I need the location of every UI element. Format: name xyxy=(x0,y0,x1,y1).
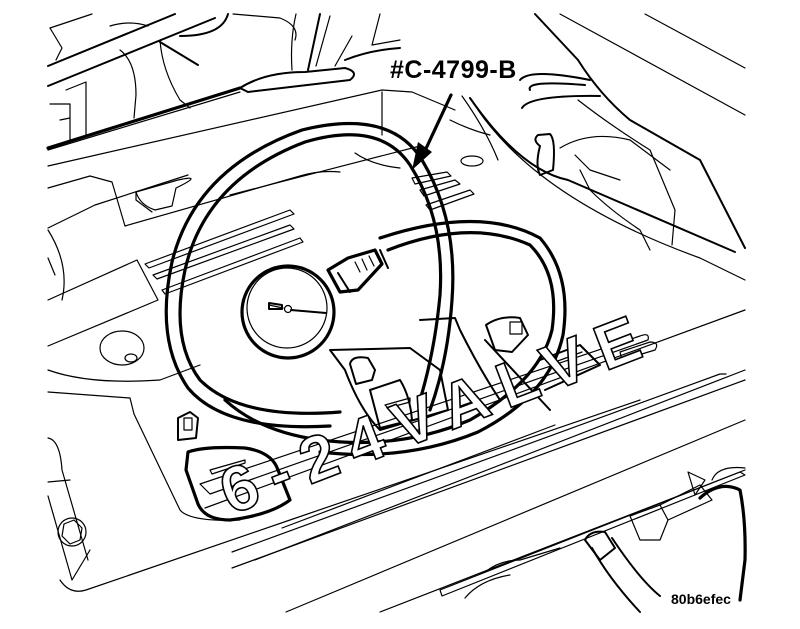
intake-plate xyxy=(47,89,641,592)
figure-id: 80b6efec xyxy=(671,591,731,607)
lower-hose xyxy=(464,466,747,613)
gauge-hose xyxy=(164,121,567,457)
throttle-body xyxy=(449,13,746,281)
arrowhead-icon xyxy=(412,142,432,170)
engine-cover xyxy=(199,309,746,613)
callout-arrow xyxy=(412,93,499,170)
tool-callout-label: #C-4799-B xyxy=(390,56,517,84)
upper-engine-parts xyxy=(46,13,401,151)
pressure-gauge xyxy=(240,248,384,360)
coil-connectors xyxy=(177,316,601,522)
